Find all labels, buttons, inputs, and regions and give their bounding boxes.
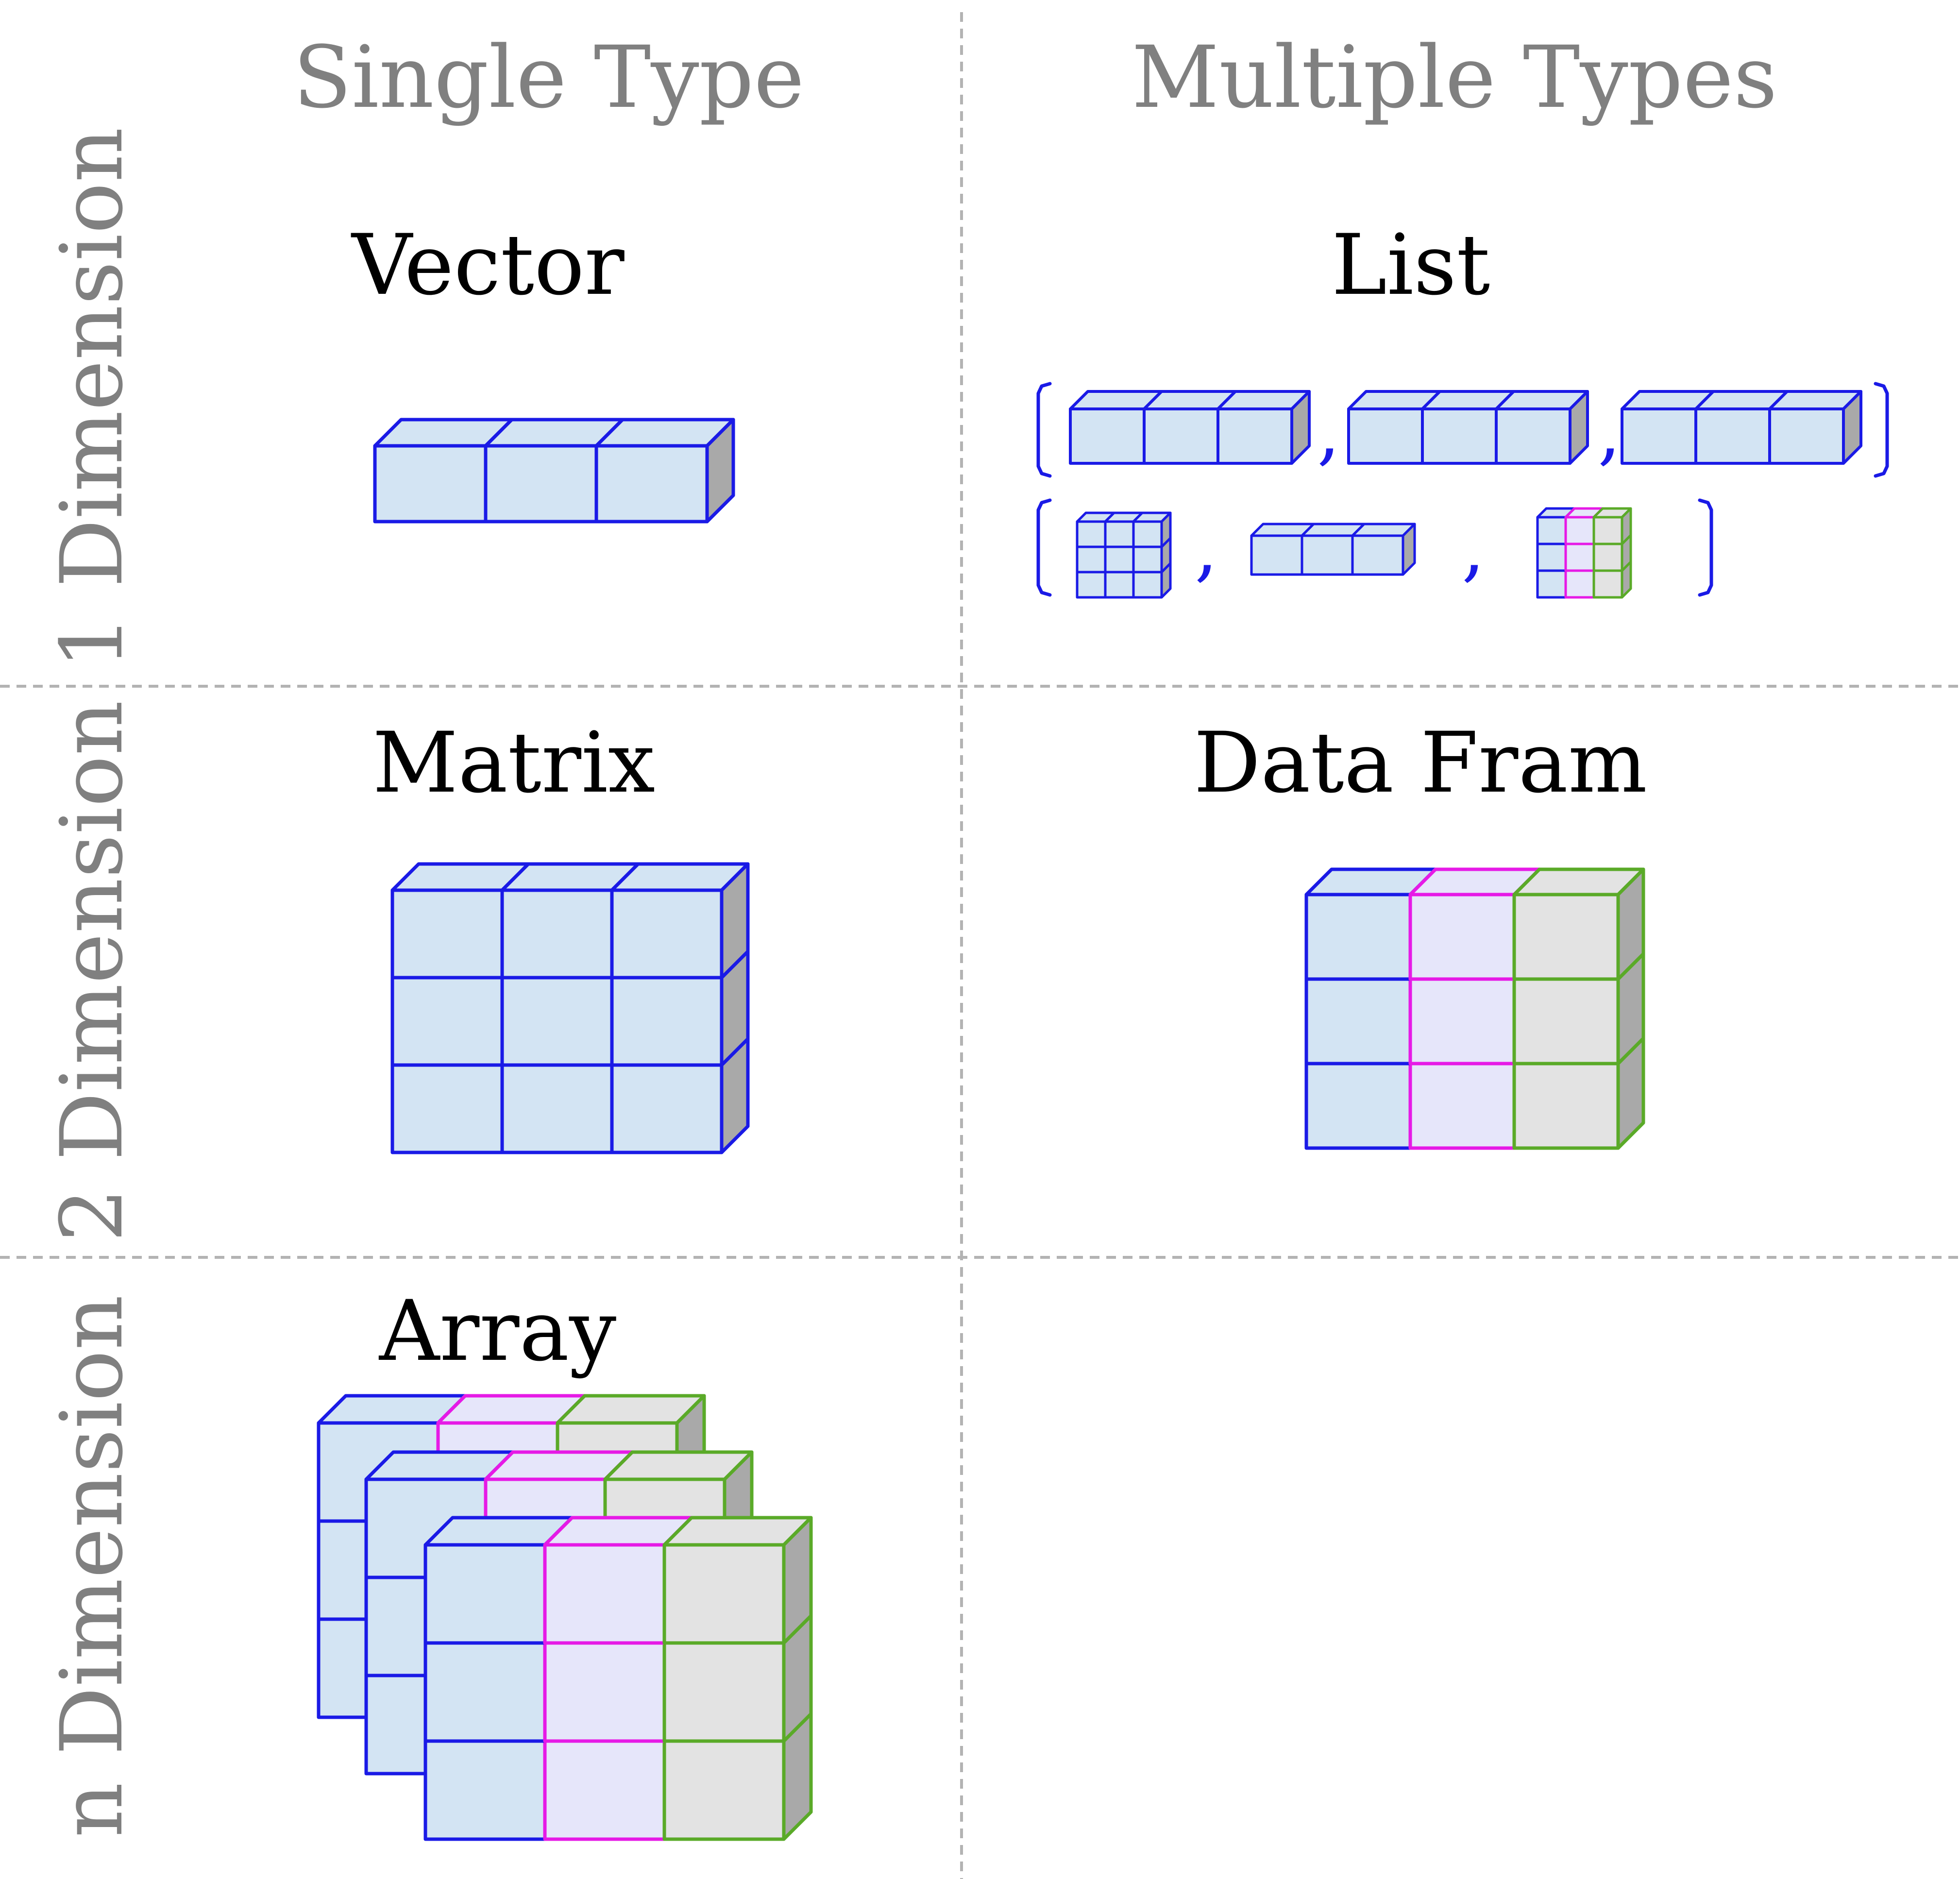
cube-front-face: [1104, 571, 1135, 599]
matrix-cube: [610, 862, 750, 980]
title-matrix: Matrix: [372, 714, 655, 812]
column-header-single-type: Single Type: [293, 28, 805, 127]
cube-layer: [317, 390, 1862, 1841]
cube-front-face: [1132, 571, 1163, 599]
cube-front-face: [500, 1063, 614, 1154]
cube-front-face: [484, 444, 598, 524]
vector-cube: [594, 418, 735, 524]
cube-front-face: [1217, 407, 1293, 465]
list-vector-cube: [1495, 390, 1589, 465]
cube-front-face: [1621, 407, 1697, 465]
cube-front-face: [1592, 542, 1623, 572]
cube-front-face: [1301, 534, 1354, 576]
cube-front-face: [1495, 407, 1571, 465]
cube-front-face: [1512, 893, 1620, 981]
cube-front-face: [1564, 569, 1595, 599]
cube-front-face: [610, 976, 724, 1067]
cube-front-face: [662, 1543, 786, 1645]
cube-front-face: [1304, 977, 1412, 1066]
title-data-frame: Data Fram: [1194, 714, 1647, 812]
list-comma: ,: [1462, 506, 1485, 591]
title-vector: Vector: [351, 216, 625, 314]
column-header-multiple-types: Multiple Types: [1132, 28, 1777, 127]
cube-front-face: [662, 1739, 786, 1841]
list-vector-cube: [1217, 390, 1311, 465]
cube-front-face: [373, 444, 488, 524]
cube-front-face: [1143, 407, 1219, 465]
cube-front-face: [1132, 520, 1163, 548]
list-comma: ,: [1317, 389, 1340, 474]
cube-front-face: [1592, 516, 1623, 545]
list-bracket-close-1: [1874, 382, 1889, 478]
list-comma: ,: [1195, 506, 1218, 591]
cube-front-face: [1069, 407, 1146, 465]
cube-front-face: [423, 1641, 547, 1743]
cube-front-face: [1564, 542, 1595, 572]
list-bracket-open-1: [1036, 382, 1052, 478]
title-array: Array: [378, 1282, 616, 1380]
list-bracket-open-2: [1036, 498, 1052, 597]
cube-front-face: [543, 1739, 666, 1841]
array-cube: [662, 1516, 813, 1645]
cube-front-face: [1408, 1062, 1516, 1150]
cube-front-face: [1408, 893, 1516, 981]
row-header-2-dimension: 2 Dimension: [42, 700, 142, 1242]
cube-front-face: [1076, 571, 1107, 599]
cube-front-face: [423, 1739, 547, 1841]
cube-front-face: [1347, 407, 1424, 465]
cube-front-face: [390, 888, 504, 980]
dataframe-cube: [1512, 867, 1645, 981]
cube-front-face: [662, 1641, 786, 1743]
cube-front-face: [1421, 407, 1498, 465]
cube-front-face: [1076, 520, 1107, 548]
list-small-vector-cube: [1351, 523, 1416, 576]
cube-front-face: [390, 976, 504, 1067]
cube-front-face: [1104, 520, 1135, 548]
cube-front-face: [1076, 545, 1107, 574]
cube-front-face: [1536, 542, 1567, 572]
cube-front-face: [594, 444, 709, 524]
cube-front-face: [1536, 516, 1567, 545]
list-dataframe-cube: [1592, 507, 1632, 545]
cube-front-face: [1768, 407, 1845, 465]
cube-front-face: [610, 1063, 724, 1154]
cube-front-face: [1304, 1062, 1412, 1150]
cube-front-face: [1304, 893, 1412, 981]
cube-front-face: [1592, 569, 1623, 599]
list-vector-cube: [1768, 390, 1862, 465]
cube-front-face: [1512, 1062, 1620, 1150]
cube-front-face: [1512, 977, 1620, 1066]
cube-front-face: [610, 888, 724, 980]
cube-front-face: [500, 976, 614, 1067]
cube-front-face: [1250, 534, 1303, 576]
cube-front-face: [1694, 407, 1771, 465]
cube-front-face: [543, 1641, 666, 1743]
cube-front-face: [390, 1063, 504, 1154]
list-matrix-cube: [1132, 511, 1172, 548]
cube-front-face: [1564, 516, 1595, 545]
cube-front-face: [1408, 977, 1516, 1066]
cube-front-face: [423, 1543, 547, 1645]
list-comma: ,: [1598, 389, 1621, 474]
cube-front-face: [500, 888, 614, 980]
cube-front-face: [1536, 569, 1567, 599]
row-header-1-dimension: 1 Dimension: [42, 127, 142, 669]
cube-front-face: [1351, 534, 1404, 576]
cube-front-face: [1104, 545, 1135, 574]
list-bracket-close-2: [1698, 498, 1713, 597]
cube-front-face: [543, 1543, 666, 1645]
cube-front-face: [1132, 545, 1163, 574]
title-list: List: [1332, 216, 1490, 314]
row-header-n-dimension: n Dimension: [42, 1295, 142, 1837]
